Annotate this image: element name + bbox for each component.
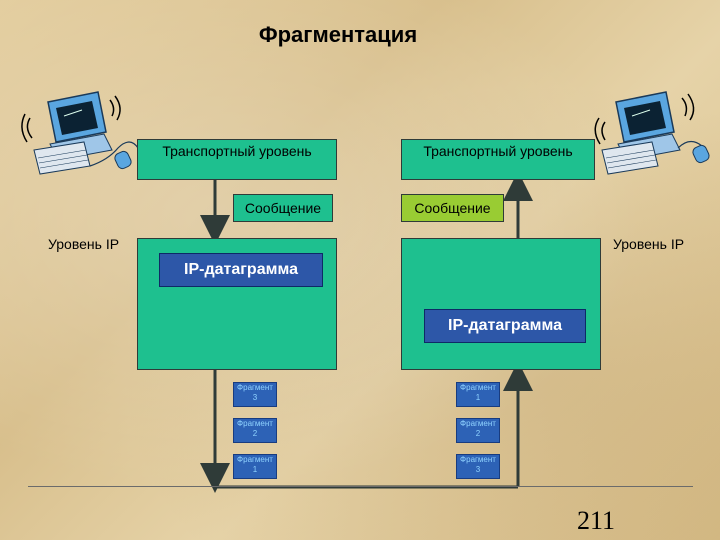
right-ip-datagram: IP-датаграмма	[424, 309, 586, 343]
computer-icon	[21, 91, 139, 175]
right-fragment: Фрагмент 3	[456, 454, 500, 479]
left-fragment: Фрагмент 2	[233, 418, 277, 443]
left-message-box: Сообщение	[233, 194, 333, 222]
computer-icon	[594, 91, 710, 175]
right-transport-layer: Транспортный уровень	[401, 139, 595, 180]
right-ip-layer	[401, 238, 601, 370]
right-fragment: Фрагмент 1	[456, 382, 500, 407]
right-transport-label: Транспортный уровень	[423, 143, 573, 159]
left-transport-label: Транспортный уровень	[162, 143, 312, 159]
baseline-rule	[28, 486, 693, 487]
right-message-label: Сообщение	[414, 200, 491, 216]
page-number: 211	[577, 506, 616, 535]
left-ip-level-label: Уровень IP	[48, 236, 120, 252]
left-ip-datagram: IP-датаграмма	[159, 253, 323, 287]
left-message-label: Сообщение	[244, 200, 322, 216]
right-message-box: Сообщение	[401, 194, 504, 222]
left-fragment: Фрагмент 1	[233, 454, 277, 479]
page-title: Фрагментация	[258, 22, 418, 47]
right-fragment: Фрагмент 2	[456, 418, 500, 443]
left-fragment: Фрагмент 3	[233, 382, 277, 407]
right-ip-level-label: Уровень IP	[613, 236, 685, 252]
left-transport-layer: Транспортный уровень	[137, 139, 337, 180]
